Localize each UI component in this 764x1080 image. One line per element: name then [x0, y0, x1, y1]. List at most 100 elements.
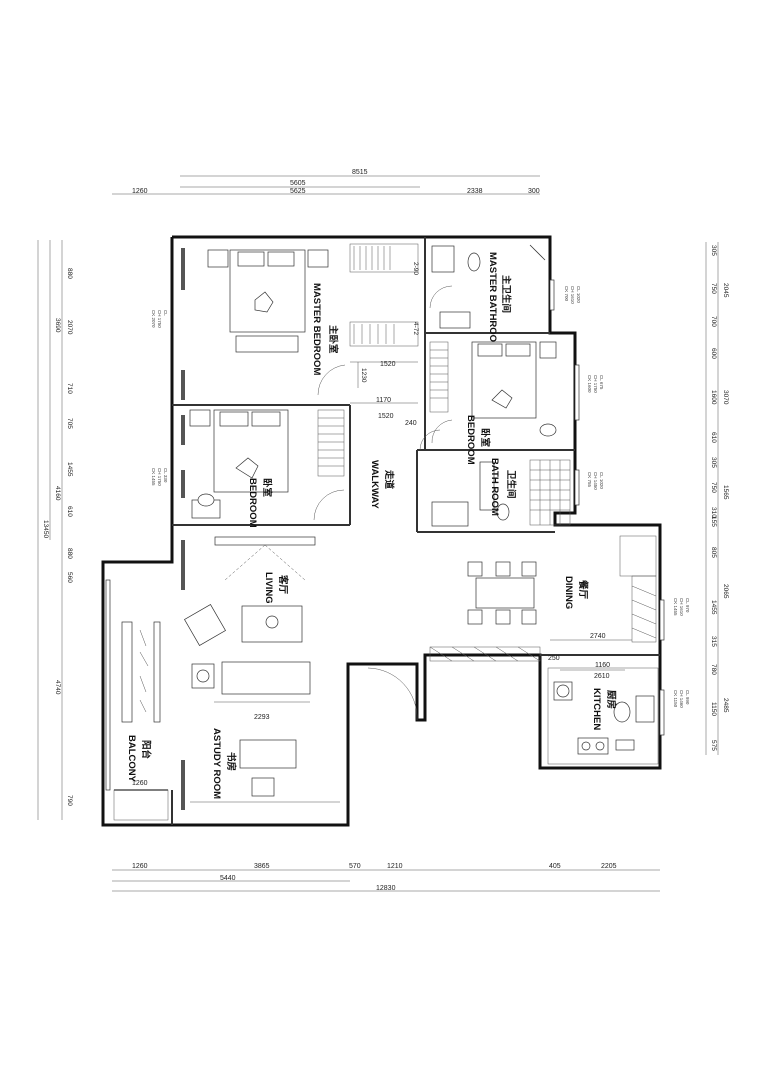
exterior-walls [101, 235, 662, 827]
living: 2293 客厅 LIVING [184, 536, 316, 721]
dim-right-600: 600 [710, 348, 717, 359]
dim-walkway-1170: 1170 [376, 397, 391, 404]
note-kit-ck: CK 1150 [673, 690, 678, 708]
dim-right-610: 610 [710, 432, 717, 443]
note-mbed-ck: CK 2070 [151, 310, 156, 328]
dim-right-155: 155 [710, 516, 717, 527]
dim-left-705: 705 [66, 418, 73, 429]
note-din-ch: CH 1610 [679, 598, 684, 616]
note-mb-ck: CK 700 [564, 286, 569, 302]
window-notes: CK 700 CH 1610 CL 1020 CK 2070 CH 1750 C… [151, 286, 690, 708]
master-bedroom-en: MASTER BEDROOM [311, 283, 322, 375]
dim-kitchen-2610: 2610 [594, 673, 610, 680]
note-bw-ch: CH 1750 [157, 468, 162, 486]
note-mbed-ch: CH 1750 [157, 310, 162, 328]
dim-right-305: 305 [710, 245, 717, 256]
note-be-ch: CH 1750 [593, 375, 598, 393]
note-kit-ch: CH 1460 [679, 690, 684, 708]
walkway: 1520 1230 1170 1520 240 走道 WALKWAY [313, 361, 441, 521]
dim-right-750: 750 [710, 283, 717, 294]
walkway-cn: 走道 [383, 469, 395, 490]
note-din-cl: CL 970 [685, 598, 690, 613]
master-bedroom: 主卧室 MASTER BEDROOM [207, 243, 419, 396]
dim-bottom-12830: 12830 [376, 885, 396, 892]
dim-left-13450: 13450 [42, 520, 49, 538]
windows [105, 248, 665, 810]
dim-top-8515: 8515 [352, 169, 368, 176]
dim-kitchen-1160: 1160 [595, 662, 610, 669]
dim-right-575: 575 [710, 740, 717, 751]
master-bathroom-en: MASTER BATHROOM [487, 252, 498, 350]
balcony-en: BALCONY [126, 735, 137, 783]
dim-top-5605: 5605 [290, 180, 306, 187]
walkway-en: WALKWAY [369, 460, 380, 509]
dining-table [475, 577, 535, 609]
master-bathroom: 主卫生间 MASTER BATHROOM [429, 244, 546, 350]
dim-left-790: 790 [66, 795, 73, 806]
dim-dining-2740: 2740 [590, 633, 606, 640]
study-en: ASTUDY ROOM [211, 728, 222, 799]
dim-left-1455: 1455 [66, 462, 73, 477]
dim-door-mb2: 4-72 [412, 322, 419, 335]
dim-right-305b: 305 [710, 457, 717, 468]
dim-right-750b: 750 [710, 482, 717, 493]
cabinet-row: 250 [367, 646, 560, 721]
note-mbed-cl: CL [163, 310, 168, 316]
dim-left-3690: 3690 [54, 318, 61, 333]
bedroom-east-cn: 卧室 [479, 428, 491, 448]
note-din-ck: CK 1455 [673, 598, 678, 616]
dining: 2740 餐厅 DINING [467, 535, 657, 643]
dim-right-805: 805 [710, 547, 717, 558]
kitchen-cn: 厨房 [605, 690, 617, 709]
note-mb-cl: CL 1020 [576, 286, 581, 303]
bedroom-west: 卧室 BEDROOM [189, 409, 345, 528]
dim-left-880: 880 [66, 268, 73, 279]
dim-living-2293: 2293 [254, 714, 270, 721]
right-dimensions: 305 2045 750 700 600 1600 3070 610 305 7… [705, 242, 729, 755]
dim-right-2065: 2065 [722, 584, 729, 599]
bedroom-west-en: BEDROOM [247, 478, 258, 528]
master-bedroom-cn: 主卧室 [327, 325, 339, 354]
note-bw-cl: CL 330 [163, 468, 168, 483]
dim-walkway-1520b: 1520 [378, 413, 394, 420]
bathroom: 卫生间 BATH ROOM [431, 458, 571, 527]
dim-right-315: 315 [710, 636, 717, 647]
dim-right-2045: 2045 [722, 283, 729, 298]
study-desk [239, 739, 297, 769]
dim-left-560: 560 [66, 572, 73, 583]
balcony-cn: 阳台 [140, 740, 152, 760]
dim-top-1260: 1260 [132, 188, 148, 195]
note-bath-cl: CL 1020 [599, 472, 604, 489]
dim-right-1600: 1600 [710, 390, 717, 405]
bathroom-cn: 卫生间 [505, 470, 517, 499]
dim-door-mb: 2-90 [412, 262, 419, 275]
dim-left-4160: 4160 [54, 486, 61, 501]
dining-cn: 餐厅 [577, 579, 589, 600]
dim-left-2070: 2070 [66, 320, 73, 335]
top-dimensions: 8515 5605 1260 5625 2338 300 [112, 169, 540, 195]
dim-left-710: 710 [66, 383, 73, 394]
dim-balcony-1260: 1260 [132, 780, 148, 787]
note-bath-ck: CK 755 [587, 472, 592, 488]
dining-en: DINING [563, 576, 574, 609]
sofa [221, 661, 311, 695]
dim-right-780: 780 [710, 664, 717, 675]
dim-right-2485: 2485 [722, 698, 729, 713]
living-cn: 客厅 [277, 574, 289, 595]
left-dimensions: 880 3690 2070 710 705 1455 4160 610 1345… [37, 240, 73, 820]
master-bathroom-cn: 主卫生间 [500, 275, 512, 313]
dim-right-1455: 1455 [710, 600, 717, 615]
note-be-ck: CK 1600 [587, 375, 592, 393]
dim-top-5625: 5625 [290, 188, 306, 195]
note-bw-ck: CK 1455 [151, 468, 156, 486]
dim-right-1565: 1565 [722, 485, 729, 500]
dim-bottom-405: 405 [549, 863, 561, 870]
dim-top-300: 300 [528, 188, 540, 195]
living-en: LIVING [263, 572, 274, 604]
bedroom-west-cn: 卧室 [261, 478, 273, 498]
dim-bottom-1210: 1210 [387, 863, 403, 870]
dim-left-610: 610 [66, 506, 73, 517]
bathroom-en: BATH ROOM [489, 458, 500, 516]
dim-walkway-240: 240 [405, 420, 417, 427]
dim-walkway-1520a: 1520 [380, 361, 396, 368]
